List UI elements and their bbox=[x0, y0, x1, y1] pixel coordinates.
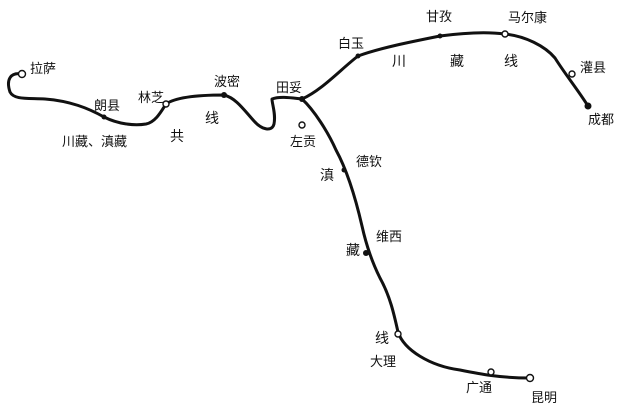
station-marker-deqin bbox=[341, 167, 347, 173]
station-marker-lasa bbox=[17, 69, 27, 79]
station-marker-maerkang bbox=[501, 30, 509, 38]
route-chuanzang bbox=[300, 31, 590, 108]
station-marker-baiyu bbox=[355, 53, 361, 59]
route-label-dianzang-char-1: 滇 bbox=[320, 168, 334, 184]
station-marker-weixi bbox=[363, 250, 369, 256]
route-label-shared-caption: 川藏、滇藏 bbox=[62, 135, 127, 150]
station-marker-ganzi bbox=[437, 33, 443, 39]
station-label-ganzi: 甘孜 bbox=[426, 10, 452, 25]
station-marker-tianmo bbox=[299, 96, 305, 102]
route-label-shared-char-1: 共 bbox=[170, 129, 184, 145]
station-marker-kunming bbox=[525, 373, 535, 383]
station-label-chengdu: 成都 bbox=[588, 113, 614, 128]
station-label-dali: 大理 bbox=[370, 355, 396, 370]
station-marker-linzhi bbox=[162, 100, 170, 108]
station-label-linzhi: 林芝 bbox=[138, 90, 164, 106]
station-label-baiyu: 白玉 bbox=[338, 36, 364, 52]
station-marker-guangtong bbox=[487, 368, 495, 376]
station-marker-langxian bbox=[101, 114, 107, 120]
route-label-chuanzang-char-3: 线 bbox=[504, 54, 518, 70]
route-label-dianzang-char-3: 线 bbox=[375, 331, 389, 347]
station-label-maerkang: 马尔康 bbox=[508, 10, 547, 26]
station-label-lasa: 拉萨 bbox=[30, 62, 56, 77]
route-label-chuanzang-char-2: 藏 bbox=[450, 54, 464, 70]
station-label-zuogong: 左贡 bbox=[290, 135, 316, 150]
route-label-shared-char-2: 线 bbox=[205, 111, 219, 127]
route-label-chuanzang-char-1: 川 bbox=[392, 54, 406, 70]
station-marker-bomi bbox=[221, 92, 227, 98]
station-label-guanxian: 灌县 bbox=[580, 61, 606, 76]
station-marker-zuogong bbox=[298, 121, 306, 129]
station-marker-chengdu bbox=[584, 102, 592, 110]
station-marker-guanxian bbox=[568, 70, 576, 78]
station-label-guangtong: 广通 bbox=[466, 381, 492, 396]
station-label-weixi: 维西 bbox=[376, 230, 402, 245]
station-label-tianmo: 田妥 bbox=[276, 81, 302, 96]
route-label-dianzang-char-2: 藏 bbox=[346, 243, 360, 259]
station-label-langxian: 朗县 bbox=[94, 99, 120, 114]
station-label-bomi: 波密 bbox=[214, 74, 240, 90]
station-label-deqin: 德钦 bbox=[356, 155, 382, 170]
station-label-kunming: 昆明 bbox=[531, 391, 557, 406]
station-marker-dali bbox=[394, 330, 402, 338]
route-dianzang bbox=[300, 97, 532, 380]
